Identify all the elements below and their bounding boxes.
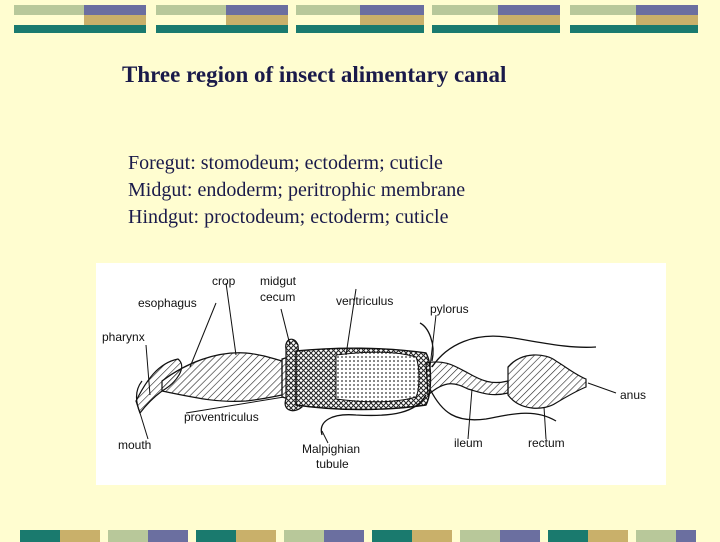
bottom-decorative-bar [0, 530, 720, 542]
bar-segment [296, 5, 360, 15]
label-cecum: cecum [260, 290, 295, 304]
bar-segment [498, 15, 560, 25]
malpighian-tubule [320, 394, 427, 436]
ileum-shape [425, 361, 509, 397]
label-pharynx: pharynx [102, 330, 145, 344]
bar-segment [460, 530, 500, 542]
bar-segment [548, 530, 588, 542]
bar-segment [296, 25, 424, 33]
malpighian-tubule [431, 335, 597, 368]
label-esophagus: esophagus [138, 296, 197, 310]
hindgut-line: Hindgut: proctodeum; ectoderm; cuticle [128, 206, 449, 228]
bar-segment [360, 5, 424, 15]
bar-segment [636, 15, 698, 25]
rectum-shape [507, 354, 587, 409]
bar-segment [432, 5, 498, 15]
bar-segment [412, 530, 452, 542]
label-midgut: midgut [260, 274, 297, 288]
bar-segment [570, 5, 636, 15]
bar-segment [284, 530, 324, 542]
bar-segment [60, 530, 100, 542]
bar-segment [588, 530, 628, 542]
bar-segment [14, 15, 84, 25]
bar-segment [156, 25, 288, 33]
bar-segment [196, 530, 236, 542]
bar-segment [498, 5, 560, 15]
label-pylorus: pylorus [430, 302, 469, 316]
bar-segment [500, 530, 540, 542]
ventriculus-inner [335, 351, 420, 403]
mouth-shape [135, 380, 143, 414]
bar-segment [636, 5, 698, 15]
midgut-line: Midgut: endoderm; peritrophic membrane [128, 179, 466, 201]
label-crop: crop [212, 274, 236, 288]
label-anus: anus [620, 388, 646, 402]
label-mouth: mouth [118, 438, 151, 452]
label-malpighian: Malpighian [302, 442, 360, 456]
bar-segment [360, 15, 424, 25]
bar-segment [226, 5, 288, 15]
bar-segment [372, 530, 412, 542]
slide-title: Three region of insect alimentary canal [122, 62, 507, 87]
bar-segment [570, 25, 698, 33]
bar-segment [432, 25, 560, 33]
bar-segment [676, 530, 696, 542]
alimentary-canal-diagram: crop midgut cecum esophagus ventriculus … [96, 263, 666, 485]
slide-text-block: Foregut: stomodeum; ectoderm; cuticle Mi… [128, 150, 465, 231]
malpighian-tubule [419, 322, 434, 362]
label-rectum: rectum [528, 436, 565, 450]
foregut-line: Foregut: stomodeum; ectoderm; cuticle [128, 152, 443, 174]
bar-segment [226, 15, 288, 25]
bar-segment [14, 5, 84, 15]
top-decorative-bar [0, 5, 720, 35]
bar-segment [636, 530, 676, 542]
bar-segment [108, 530, 148, 542]
label-ileum: ileum [454, 436, 483, 450]
bar-segment [236, 530, 276, 542]
label-proventriculus: proventriculus [184, 410, 259, 424]
bar-segment [20, 530, 60, 542]
label-tubule: tubule [316, 457, 349, 471]
bar-segment [156, 5, 226, 15]
bar-segment [84, 15, 146, 25]
malpighian-tubule [429, 388, 557, 422]
bar-segment [84, 5, 146, 15]
label-ventriculus: ventriculus [336, 294, 393, 308]
bar-segment [148, 530, 188, 542]
bar-segment [324, 530, 364, 542]
bar-segment [14, 25, 146, 33]
